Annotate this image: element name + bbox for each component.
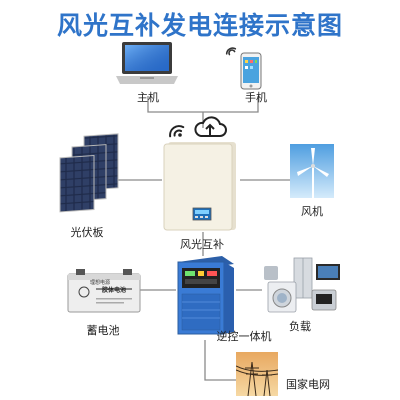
inverter-node — [176, 254, 236, 338]
diagram-title: 风光互补发电连接示意图 — [56, 11, 343, 40]
host-label: 主机 — [137, 91, 159, 104]
phone-label: 手机 — [245, 91, 267, 104]
solar-panel-node — [58, 132, 122, 222]
grid-label: 国家电网 — [286, 378, 330, 391]
appliances-icon — [264, 257, 340, 313]
battery-label: 蓄电池 — [86, 324, 120, 337]
laptop-icon — [116, 42, 178, 84]
inverter-label: 逆控一体机 — [216, 330, 272, 343]
wind-turbine-label: 风机 — [301, 205, 323, 218]
hybrid-controller-label: 风光互补 — [180, 238, 224, 251]
load-label: 负载 — [289, 320, 311, 333]
battery-node — [66, 268, 142, 314]
cloud-upload-icon — [194, 116, 227, 137]
grid-node — [235, 352, 279, 397]
wifi-icon — [169, 125, 185, 138]
battery-brand-text: 理想电源 — [90, 280, 111, 286]
phone-node — [240, 52, 262, 90]
solar-panel-label: 光伏板 — [70, 226, 104, 239]
wind-turbine-node — [290, 144, 334, 198]
solar-panel-icon — [59, 133, 119, 213]
wind-turbine-icon — [290, 144, 334, 198]
battery-type-text: 胶体电池 — [102, 287, 127, 294]
controller-cabinet-icon — [163, 142, 236, 231]
battery-icon — [67, 269, 141, 313]
hybrid-controller-node — [162, 140, 240, 232]
wifi-icon — [225, 47, 237, 56]
host-node — [112, 38, 182, 90]
power-grid-tower-icon — [235, 352, 279, 397]
smartphone-icon — [240, 52, 262, 90]
inverter-cabinet-icon — [177, 256, 234, 335]
load-node — [262, 256, 342, 316]
